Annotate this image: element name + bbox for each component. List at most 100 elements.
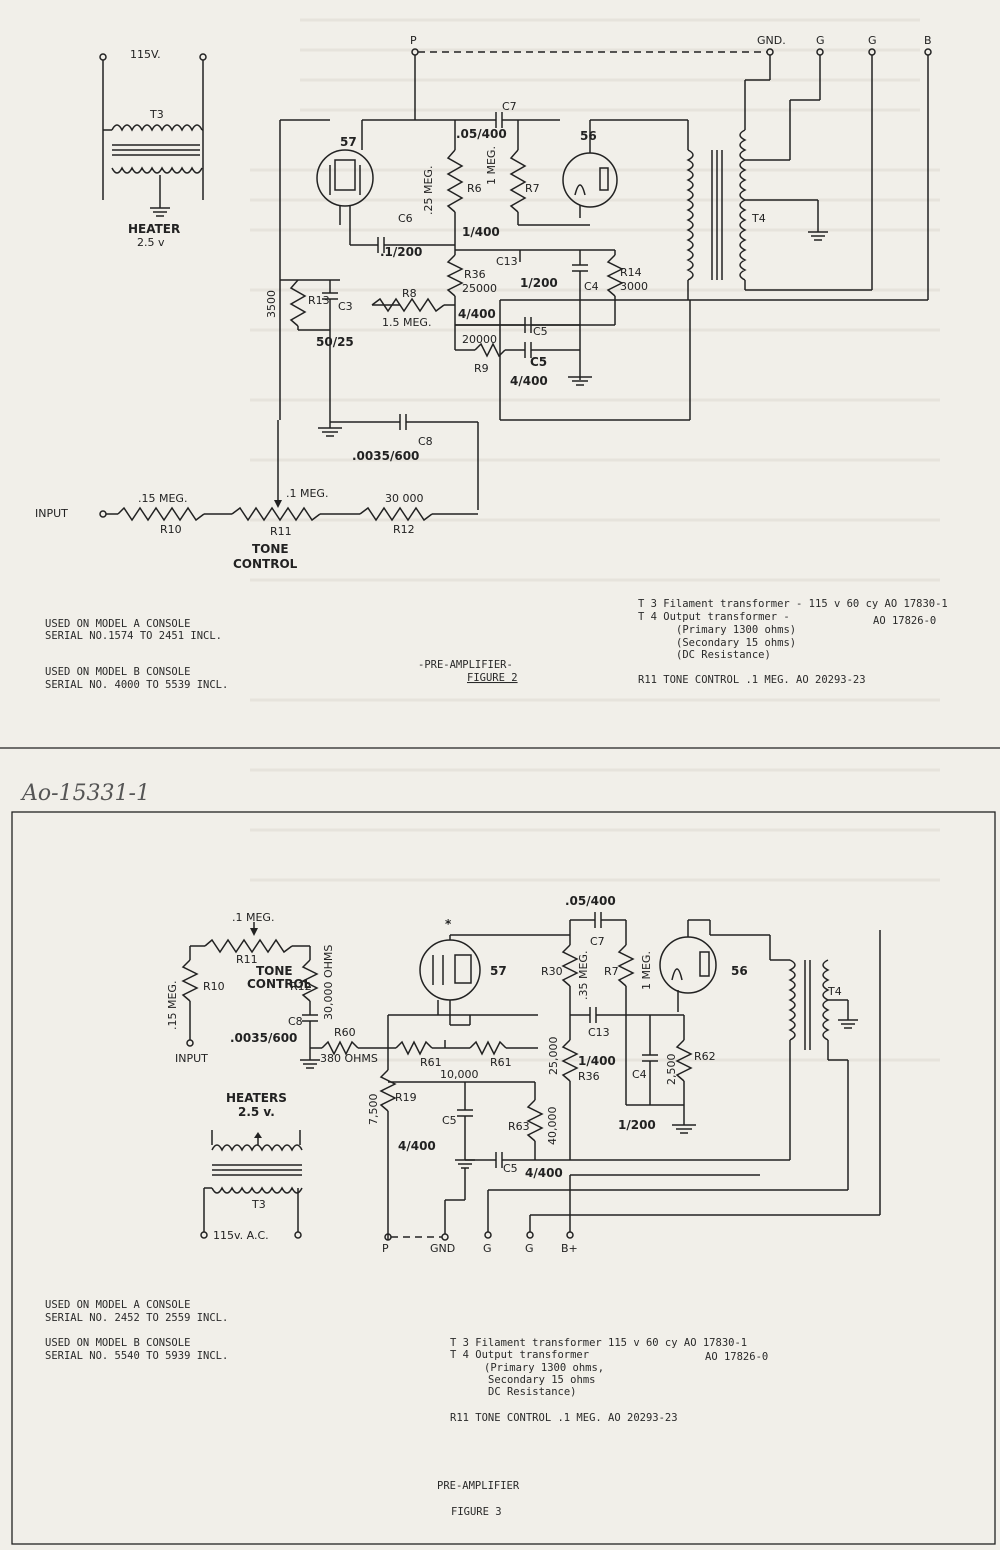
- r9-value-label: 20000: [462, 333, 497, 346]
- f3-tube-56-label: 56: [731, 964, 748, 978]
- c4-value-label: 1/200: [520, 276, 558, 290]
- f3-c13-label: C13: [588, 1026, 610, 1039]
- c5a-label: C5: [533, 325, 548, 338]
- fig3-t4-line2: Secondary 15 ohms: [488, 1374, 595, 1386]
- f3-r61-value-label: 10,000: [440, 1068, 479, 1081]
- fig3-t3-note: T 3 Filament transformer 115 v 60 cy AO …: [450, 1337, 747, 1349]
- f3-r63-value-label: 40,000: [546, 1107, 559, 1146]
- fig3-caption-title: PRE-AMPLIFIER: [437, 1480, 520, 1492]
- f3-star-mark: *: [445, 917, 452, 931]
- r12-label: R12: [393, 523, 415, 536]
- tube-57: [316, 149, 374, 225]
- fig3-t4-line3: DC Resistance): [488, 1386, 577, 1398]
- r9-label: R9: [474, 362, 489, 375]
- f3-r63-label: R63: [508, 1120, 530, 1133]
- r6-label: R6: [467, 182, 482, 195]
- f3-tube-57-label: 57: [490, 964, 507, 978]
- c5b-value-label: 4/400: [510, 374, 548, 388]
- f3-c5b-value-label: 4/400: [525, 1166, 563, 1180]
- handwritten-part-number: Ao-15331-1: [20, 781, 150, 806]
- r6-value-label: .25 MEG.: [422, 166, 435, 215]
- c13-label: C13: [496, 255, 518, 268]
- fig3-used-a-line1: USED ON MODEL A CONSOLE: [45, 1299, 190, 1311]
- f3-r62-label: R62: [694, 1050, 716, 1063]
- c3-label: C3: [338, 300, 353, 313]
- tube-56: [562, 152, 618, 218]
- fig2-t4-line3: (DC Resistance): [676, 649, 771, 661]
- fig3-t4-line1: (Primary 1300 ohms,: [484, 1362, 604, 1374]
- f3-terminal-p-label: P: [382, 1242, 389, 1255]
- fig3-t4-part: AO 17826-0: [705, 1351, 768, 1363]
- f3-r36-value-label: 25,000: [547, 1037, 560, 1076]
- figure-3-notes: USED ON MODEL A CONSOLE SERIAL NO. 2452 …: [45, 1299, 768, 1518]
- f3-r19-value-label: 7,500: [367, 1094, 380, 1126]
- f3-terminal-bplus-label: B+: [561, 1242, 578, 1255]
- t4-label: T4: [751, 212, 766, 225]
- fig2-used-b-line2: SERIAL NO. 4000 TO 5539 INCL.: [45, 679, 228, 691]
- figure-3-frame: [11, 811, 996, 1545]
- c5b-label: C5: [530, 355, 547, 369]
- fig2-t4-line1: (Primary 1300 ohms): [676, 624, 796, 636]
- r7-label: R7: [525, 182, 540, 195]
- c6-label: C6: [398, 212, 413, 225]
- fig2-used-a-line2: SERIAL NO.1574 TO 2451 INCL.: [45, 630, 222, 642]
- f3-c5-value-label: 4/400: [398, 1139, 436, 1153]
- r14-label: R14: [620, 266, 642, 279]
- f3-r10-label: R10: [203, 980, 225, 993]
- fig2-used-b-line1: USED ON MODEL B CONSOLE: [45, 666, 190, 678]
- r11-label: R11: [270, 525, 292, 538]
- figure-2-notes: USED ON MODEL A CONSOLE SERIAL NO.1574 T…: [45, 598, 948, 691]
- fig3-t4-note: T 4 Output transformer: [450, 1349, 589, 1361]
- fig3-used-a-line2: SERIAL NO. 2452 TO 2559 INCL.: [45, 1312, 228, 1324]
- input-label: INPUT: [35, 507, 68, 520]
- f3-r36-cap-label: 1/400: [578, 1054, 616, 1068]
- f3-r62-value-label: 2,500: [665, 1054, 678, 1086]
- r10-value-label: .15 MEG.: [138, 492, 187, 505]
- f3-tube-57: [419, 939, 481, 1025]
- r10-label: R10: [160, 523, 182, 536]
- fig2-r11-note: R11 TONE CONTROL .1 MEG. AO 20293-23: [638, 674, 866, 686]
- f3-r61a-label: R61: [420, 1056, 442, 1069]
- r36-label: R36: [464, 268, 486, 281]
- c8-label: C8: [418, 435, 433, 448]
- fig3-r11-note: R11 TONE CONTROL .1 MEG. AO 20293-23: [450, 1412, 678, 1424]
- f3-tone-label: TONE: [256, 964, 293, 978]
- fig2-t4-note: T 4 Output transformer -: [638, 611, 790, 623]
- c4-label: C4: [584, 280, 599, 293]
- f3-r36-label: R36: [578, 1070, 600, 1083]
- r13-value-label: 3500: [265, 290, 278, 318]
- r12-value-label: 30 000: [385, 492, 424, 505]
- bleed-through-texture: [250, 18, 940, 1062]
- figure-2-schematic: 115V. T3 HEATER 2.5 v P GND. G G B: [35, 34, 932, 571]
- f3-c5-label: C5: [442, 1114, 457, 1127]
- f3-tube-56: [659, 936, 717, 1012]
- f3-t4-label: T4: [827, 985, 842, 998]
- f3-heaters-voltage-label: 2.5 v.: [238, 1105, 275, 1119]
- f3-c7-value-label: .05/400: [565, 894, 616, 908]
- f3-c8-value-label: .0035/600: [230, 1031, 297, 1045]
- f3-r7-value-label: 1 MEG.: [640, 951, 653, 990]
- f3-c4-value-label: 1/200: [618, 1118, 656, 1132]
- f3-r30-value-label: .35 MEG.: [577, 951, 590, 1000]
- f3-r60-value-label: 380 OHMS: [320, 1052, 378, 1065]
- tube-57-label: 57: [340, 135, 357, 149]
- t4-output-transformer: [686, 79, 828, 300]
- f3-r30-label: R30: [541, 965, 563, 978]
- f3-t4-output-transformer: [709, 920, 858, 1190]
- c7-label: C7: [502, 100, 517, 113]
- t3-heater-transformer: [99, 53, 207, 217]
- c7-value-label: .05/400: [456, 127, 507, 141]
- c6-value-label: .1/200: [380, 245, 422, 259]
- f3-t3-label: T3: [251, 1198, 266, 1211]
- f3-r61b-label: R61: [490, 1056, 512, 1069]
- terminal-g2-label: G: [868, 34, 877, 47]
- fig3-used-b-line2: SERIAL NO. 5540 TO 5939 INCL.: [45, 1350, 228, 1362]
- figure-3-schematic: .1 MEG. R11 TONE CONTROL .15 MEG. R10 IN…: [166, 894, 881, 1255]
- f3-c5b-label: C5: [503, 1162, 518, 1175]
- f3-terminal-g1-label: G: [483, 1242, 492, 1255]
- c5a-value-label: 4/400: [458, 307, 496, 321]
- fig2-t4-part: AO 17826-0: [873, 615, 936, 627]
- terminal-b-label: B: [924, 34, 932, 47]
- f3-r7-label: R7: [604, 965, 619, 978]
- f3-r12-value-label: 30,000 OHMS: [322, 945, 335, 1020]
